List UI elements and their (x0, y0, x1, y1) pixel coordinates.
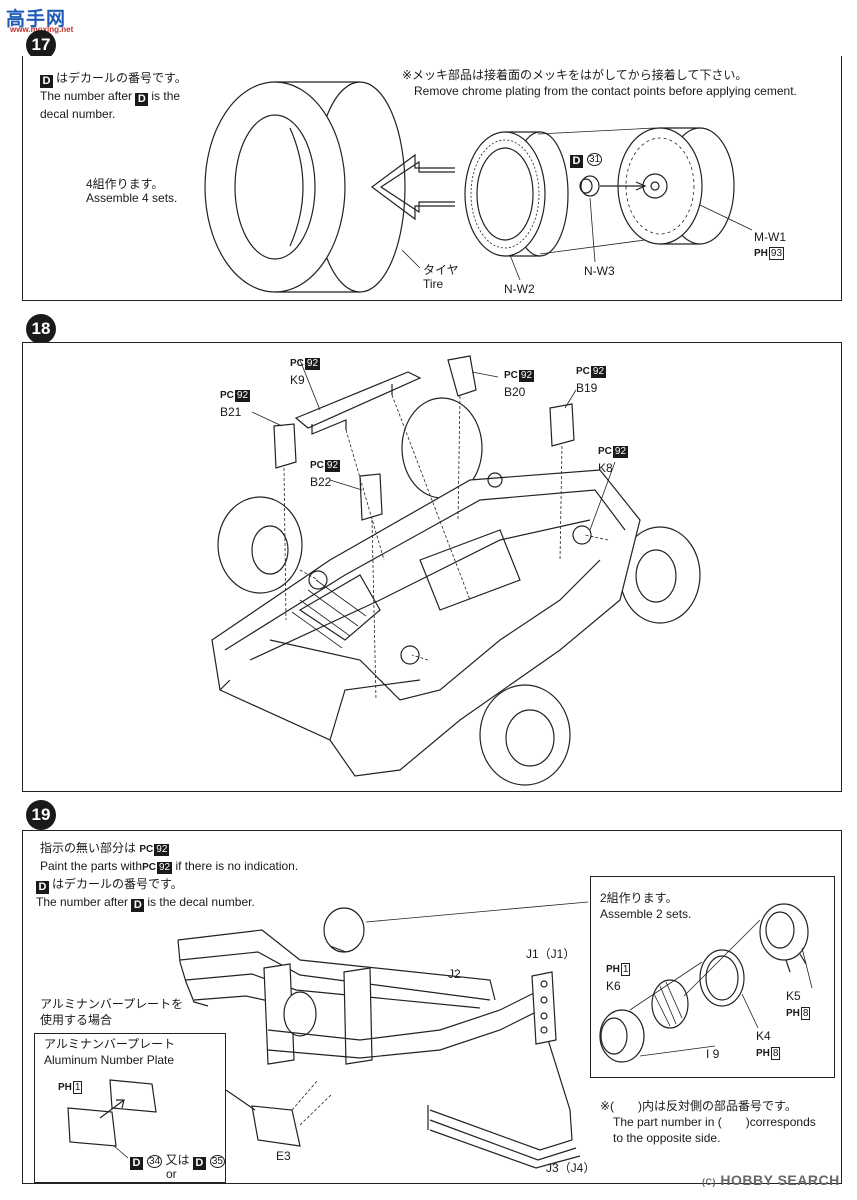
decal-d-icon: D (36, 881, 49, 894)
part-label-nw2: N-W2 (504, 282, 535, 296)
part-e3-label: E3 (276, 1149, 291, 1163)
step-19-number: 19 (26, 800, 56, 830)
wheel-mw1-drawing (617, 127, 735, 245)
decal-note-en-1: The number after (40, 89, 133, 103)
tire-label-jp: タイヤ (423, 263, 459, 277)
decal-note-en-2: decal number. (40, 107, 116, 121)
decal-d-icon: D (135, 93, 149, 106)
assemble-4-en: Assemble 4 sets. (86, 191, 178, 205)
decal-d-icon: D (40, 75, 53, 88)
alu-or-en: or (166, 1167, 177, 1181)
alu-use-jp: アルミナンバープレートを使用する場合 (40, 997, 184, 1027)
part-j1-label: J1（J1） (526, 947, 576, 961)
decal-d-icon: D (192, 1157, 206, 1170)
fog-lamp-top (323, 907, 365, 953)
tire-label-en: Tire (423, 277, 444, 291)
site-watermark-logo: 高手网 (6, 9, 67, 30)
chrome-note-en: Remove chrome plating from the contact p… (414, 84, 797, 98)
part-j3-label: J3（J4） (546, 1161, 596, 1175)
assemble-2-note: 2組作ります。Assemble 2 sets. (600, 891, 692, 921)
step-18-number: 18 (26, 314, 56, 344)
decal-note-en-1b: is the (151, 89, 181, 103)
paint-note-en: Paint the parts with (40, 859, 143, 873)
wheel-cap-nw3 (579, 175, 600, 197)
step17-drawing (204, 81, 753, 293)
tire-drawing (204, 81, 406, 293)
site-watermark-url: www.moxing.net (10, 25, 73, 34)
paint-note-en-b: if there is no indication. (175, 859, 299, 873)
decal-d-icon: D (131, 899, 145, 912)
step-17-number: 17 (26, 30, 56, 60)
assembly-arrow (370, 153, 455, 221)
part-i9-label: I 9 (706, 1047, 720, 1061)
part-label-mw1: M-W1 (754, 230, 786, 244)
opposite-side-note: ※( )内は反対側の部品番号です。 The part number in ( )… (600, 1099, 816, 1145)
lamp-assembly-parts (599, 903, 809, 1063)
chrome-note-jp: ※メッキ部品は接着面のメッキをはがしてから接着して下さい。 (402, 68, 748, 82)
part-j2-label: J2 (448, 967, 461, 981)
part-label-nw3: N-W3 (584, 264, 615, 278)
assemble-4-jp: 4組作ります。 (86, 177, 164, 191)
decal-note-jp: はデカールの番号です。 (56, 71, 187, 85)
step18-chassis-drawing (211, 355, 701, 786)
wheel-nw2-drawing (464, 131, 569, 257)
paint-note-jp: 指示の無い部分は (40, 841, 137, 855)
decal-d-icon: D (570, 155, 583, 168)
hobby-search-watermark: (C) HOBBY SEARCH (702, 1172, 840, 1188)
decal-d-icon: D (130, 1157, 143, 1170)
